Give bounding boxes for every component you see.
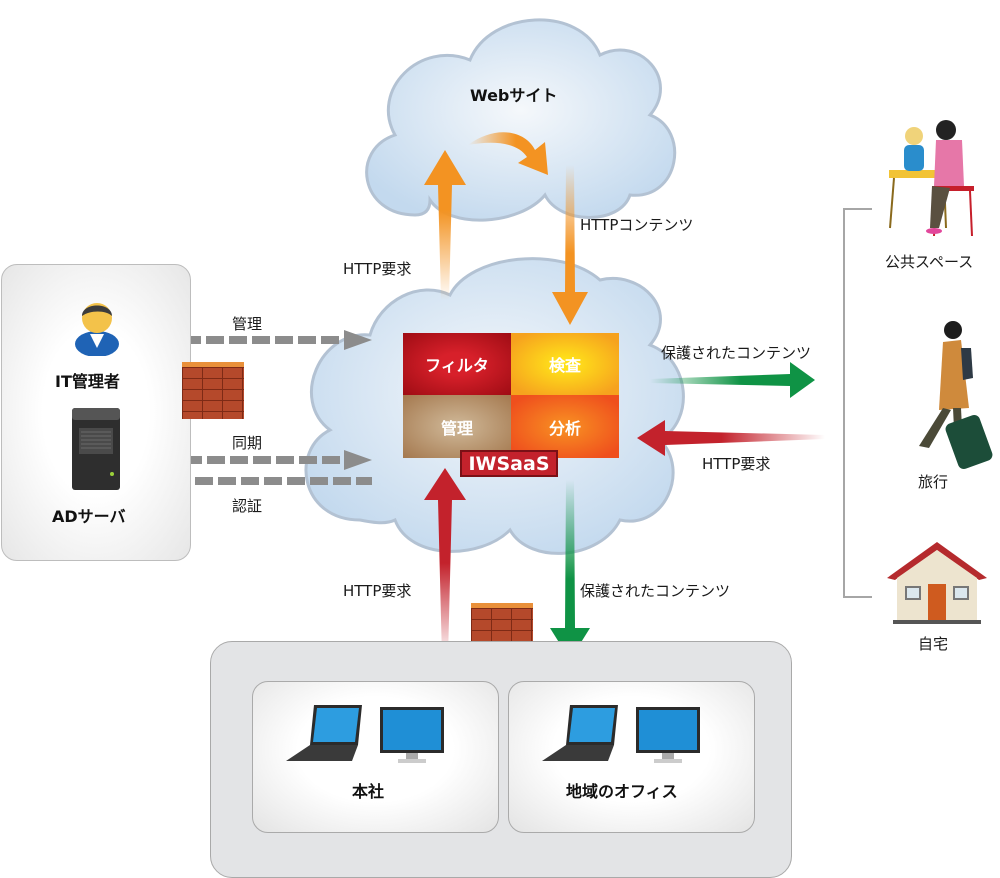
website-label: Webサイト — [470, 86, 558, 105]
remote-public-space-label: 公共スペース — [885, 253, 974, 271]
office-regional-label: 地域のオフィス — [566, 782, 678, 801]
http-request-bottom-label: HTTP要求 — [343, 582, 412, 600]
module-analyze: 分析 — [511, 395, 619, 458]
monitor-icon — [636, 707, 700, 763]
it-admin-icon — [75, 303, 119, 356]
firewall-icon — [182, 362, 244, 419]
http-request-right-label: HTTP要求 — [702, 455, 771, 473]
laptop-icon — [542, 705, 618, 761]
module-manage: 管理 — [403, 395, 511, 458]
manage-flow-label: 管理 — [232, 315, 263, 333]
cafe-people-icon — [889, 120, 974, 237]
protected-content-right-arrow — [650, 362, 815, 398]
website-cloud — [365, 18, 677, 222]
module-filter: フィルタ — [403, 333, 511, 395]
module-inspect: 検査 — [511, 333, 619, 395]
traveler-icon — [919, 321, 993, 470]
protected-content-bottom-arrow — [550, 480, 590, 660]
http-request-bottom-arrow — [424, 468, 466, 658]
http-request-up-label: HTTP要求 — [343, 260, 412, 278]
sync-flow-label: 同期 — [232, 434, 263, 452]
iwsaas-badge: IWSaaS — [460, 450, 558, 477]
sync-arrow — [161, 450, 372, 470]
protected-content-right-label: 保護されたコンテンツ — [661, 344, 812, 362]
http-request-up-arrow — [424, 150, 466, 300]
auth-flow-label: 認証 — [232, 497, 263, 515]
ad-server-icon — [72, 408, 120, 490]
remote-users-bracket — [843, 208, 872, 598]
house-icon — [887, 542, 987, 624]
redirect-curve-arrow — [468, 132, 548, 175]
protected-content-bottom-label: 保護されたコンテンツ — [580, 582, 731, 600]
remote-home-label: 自宅 — [918, 635, 949, 653]
office-headquarters-label: 本社 — [352, 782, 385, 801]
monitor-icon — [380, 707, 444, 763]
it-admin-label: IT管理者 — [55, 372, 120, 391]
laptop-icon — [286, 705, 362, 761]
http-content-label: HTTPコンテンツ — [580, 216, 694, 234]
remote-travel-label: 旅行 — [918, 473, 949, 491]
ad-server-label: ADサーバ — [52, 507, 126, 526]
http-content-down-arrow — [552, 165, 588, 325]
http-request-left-arrow — [637, 420, 825, 456]
